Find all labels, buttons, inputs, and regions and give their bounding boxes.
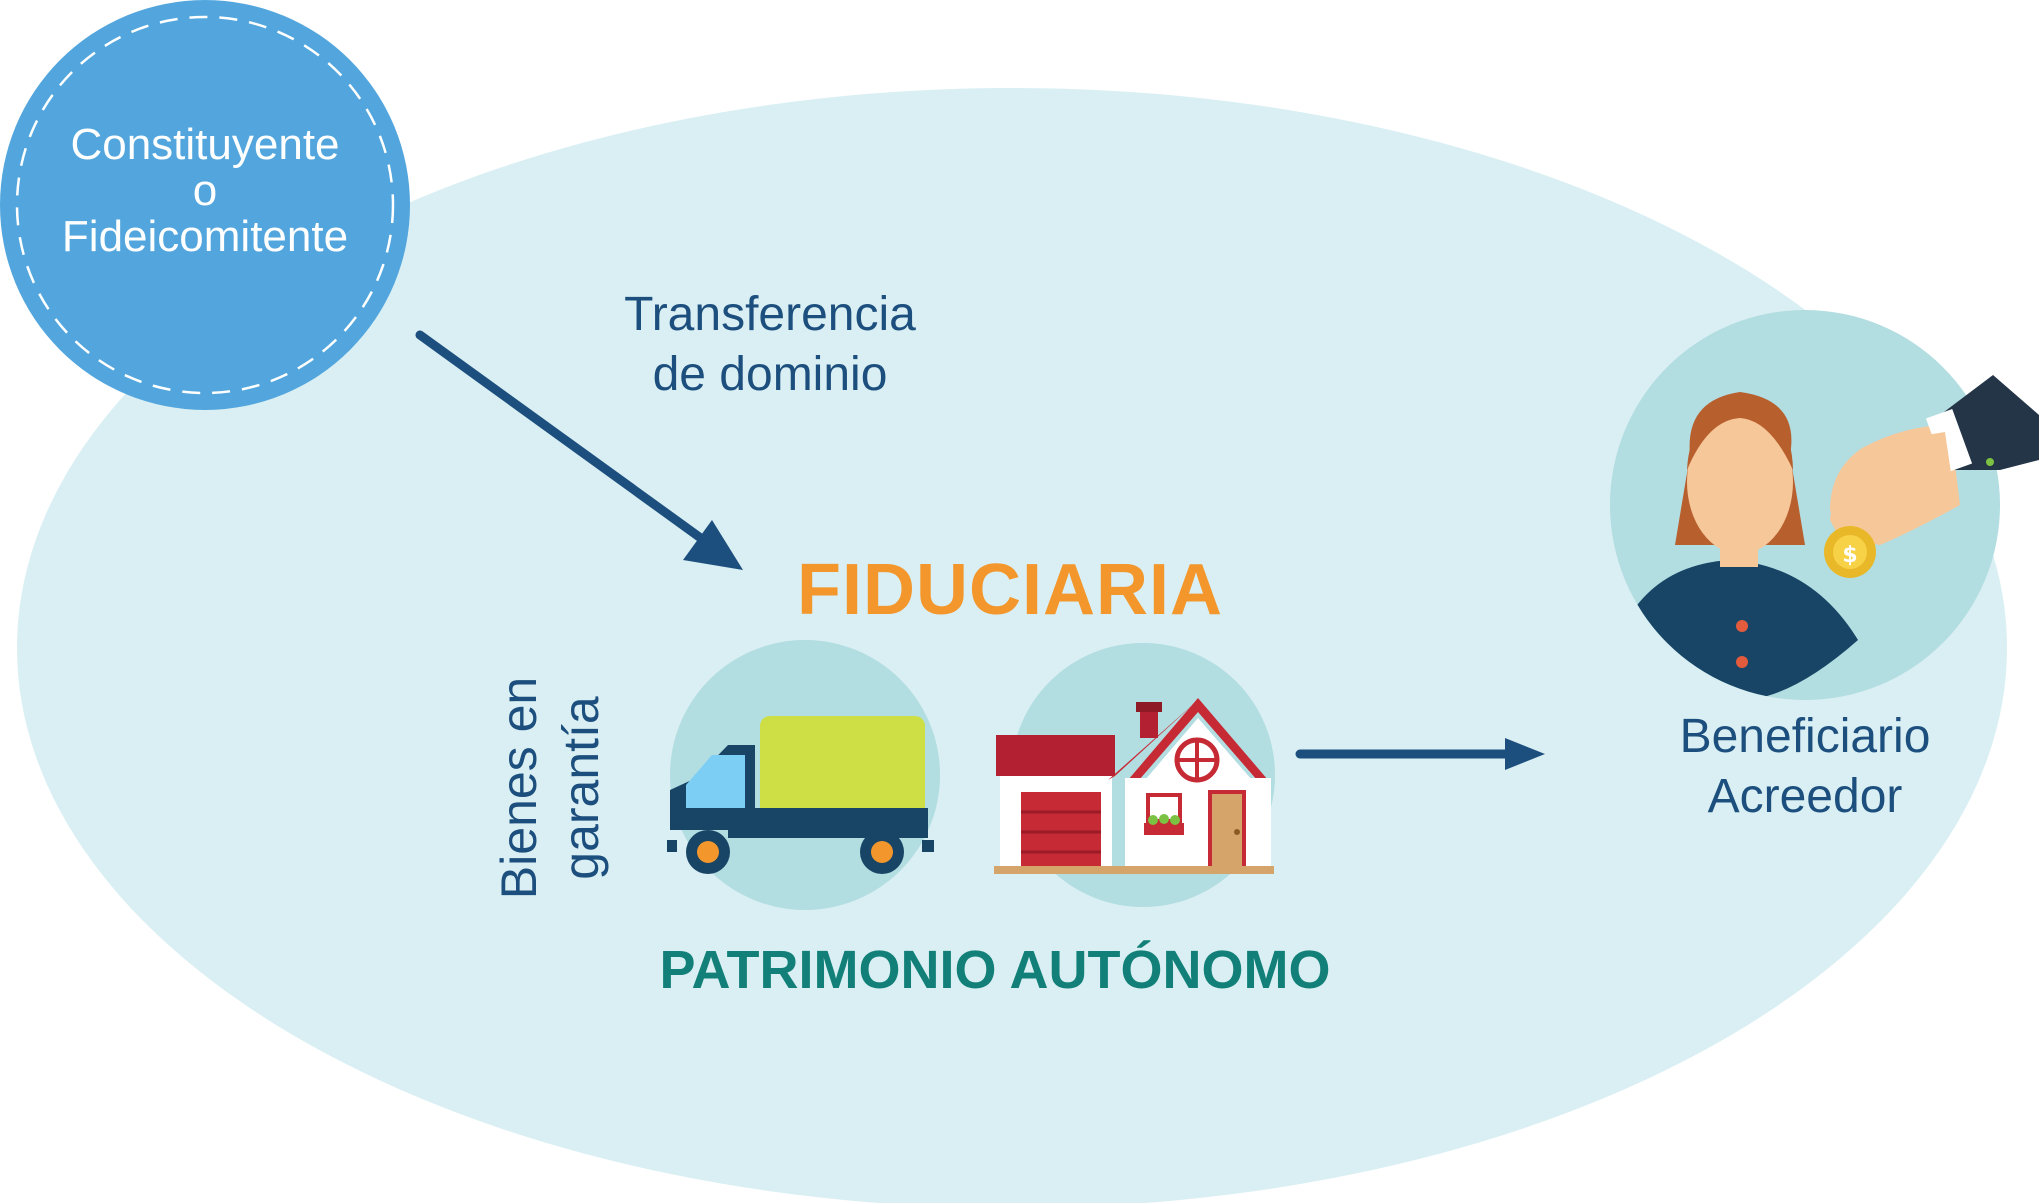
svg-text:$: $ [1842, 543, 1857, 568]
beneficiario-line-1: Beneficiario [1679, 710, 1931, 763]
bienes-line-2: garantía [553, 696, 609, 880]
patrimonio-label: PATRIMONIO AUTÓNOMO [659, 940, 1331, 1000]
fiduciaria-label: FIDUCIARIA [797, 550, 1223, 630]
bienes-label: Bienes en garantía [480, 668, 620, 908]
beneficiario-line-2: Acreedor [1707, 770, 1903, 823]
beneficiario-label: Beneficiario Acreedor [1620, 707, 1990, 827]
benefit-arrow [1295, 738, 1545, 770]
transfer-arrow [415, 330, 743, 570]
woman-receiving-coin-icon: $ [1610, 310, 2039, 700]
bienes-line-1: Bienes en [491, 676, 547, 900]
constituyente-node [0, 0, 410, 410]
transfer-line-1: Transferencia [624, 288, 916, 341]
dashed-ring [15, 15, 395, 395]
constituyente-line-3: Fideicomitente [61, 212, 349, 261]
constituyente-label: Constituyente o Fideicomitente [20, 122, 390, 260]
house-garage-icon [994, 643, 1275, 907]
background-ellipse [17, 88, 2007, 1203]
truck-icon [667, 640, 940, 910]
transfer-line-2: de dominio [652, 348, 888, 401]
constituyente-line-1: Constituyente [70, 120, 340, 169]
transfer-label: Transferencia de dominio [560, 285, 980, 405]
constituyente-line-2: o [192, 166, 218, 215]
